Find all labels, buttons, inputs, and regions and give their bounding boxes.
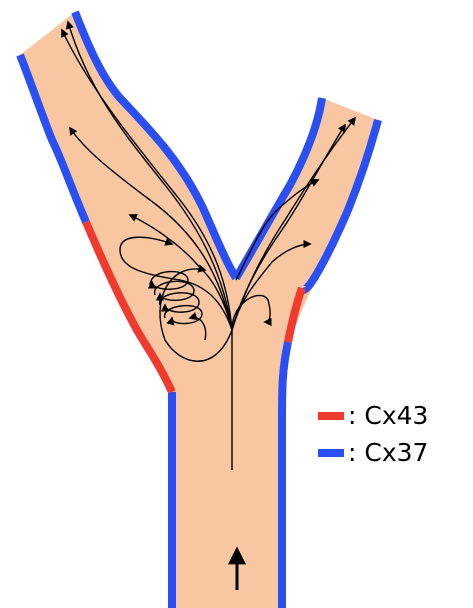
- cx37-swatch: [318, 449, 344, 457]
- cx37-wall-right-trunk: [282, 342, 288, 608]
- legend-label-cx37: : Cx37: [348, 440, 428, 465]
- legend-label-cx43: : Cx43: [348, 403, 428, 428]
- cx43-swatch: [318, 412, 344, 420]
- legend-item-cx43: : Cx43: [318, 403, 428, 428]
- legend-item-cx37: : Cx37: [318, 440, 428, 465]
